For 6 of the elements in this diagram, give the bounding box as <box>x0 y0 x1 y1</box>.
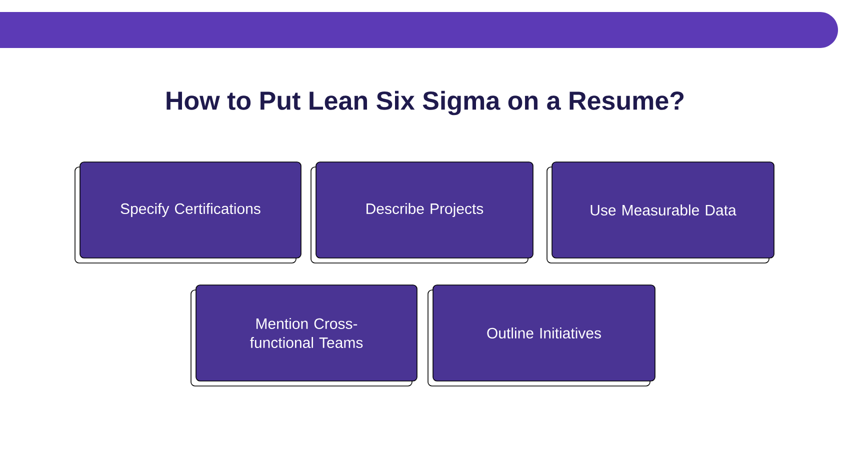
step-card: Specify Certifications <box>74 162 302 264</box>
step-card: Use Measurable Data <box>546 162 774 264</box>
title: How to Put Lean Six Sigma on a Resume? <box>166 90 684 116</box>
step-card: Outline Initiatives <box>428 284 656 386</box>
step-card: Mention Cross-functional Teams <box>190 284 418 386</box>
step-card: Describe Projects <box>310 162 534 264</box>
